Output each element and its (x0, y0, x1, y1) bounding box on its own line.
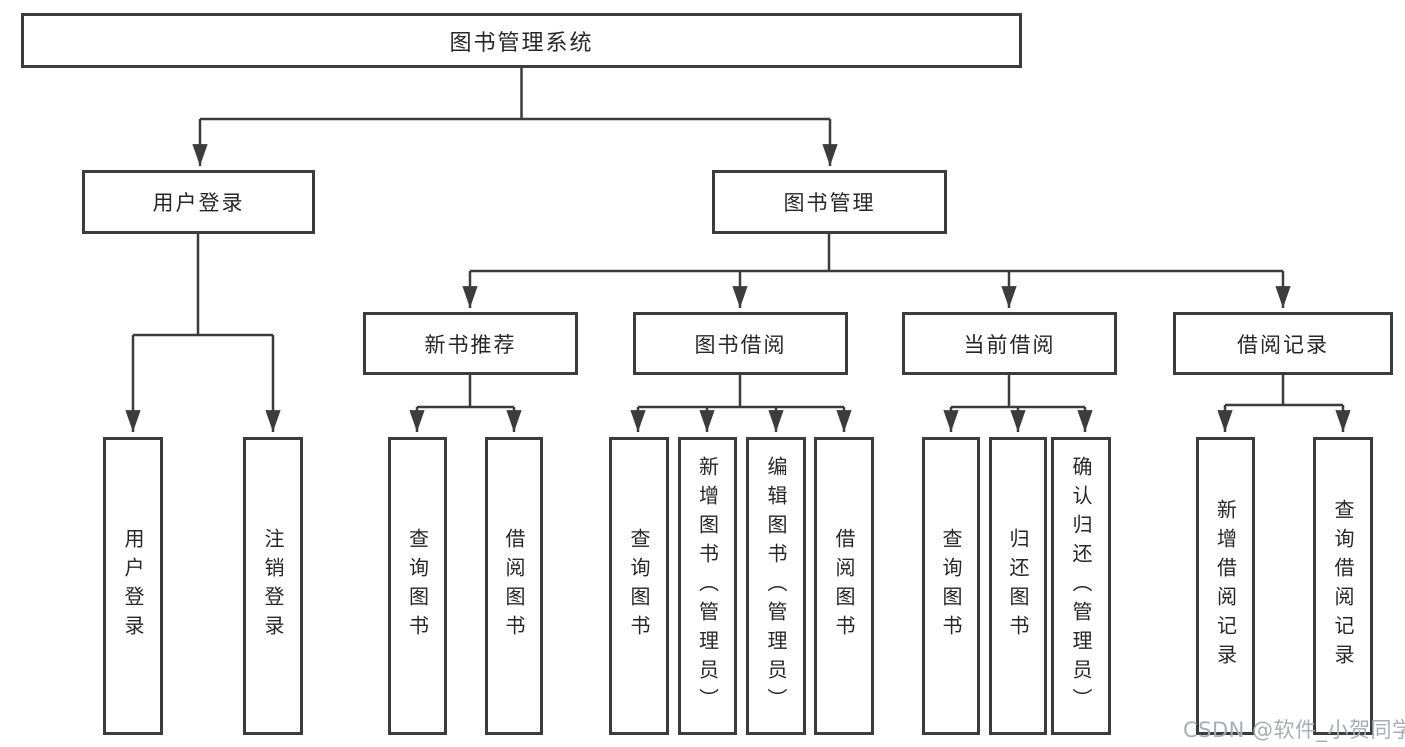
node-book-management-label: 图书管理 (783, 191, 876, 215)
leaf-borrow-books: 借阅图书 (814, 437, 874, 735)
leaf-recommend-query-books: 查询图书 (388, 437, 447, 735)
node-book-management: 图书管理 (712, 170, 947, 234)
node-root-system: 图书管理系统 (21, 13, 1022, 68)
leaf-confirm-return-admin-label: 确认归还（管理员） (1069, 455, 1093, 717)
leaf-recommend-borrow-books: 借阅图书 (485, 437, 543, 735)
node-current-borrow-label: 当前借阅 (963, 332, 1056, 357)
node-borrow-records-label: 借阅记录 (1237, 332, 1329, 357)
leaf-add-books-admin-label: 新增图书（管理员） (695, 455, 720, 717)
leaf-borrow-books-label: 借阅图书 (832, 528, 856, 644)
leaf-borrow-query-books-label: 查询图书 (627, 528, 651, 644)
csdn-watermark: CSDN @软件_小贺同学 (1183, 718, 1405, 742)
leaf-return-books-label: 归还图书 (1006, 528, 1030, 644)
leaf-return-books: 归还图书 (989, 437, 1047, 735)
leaf-logout: 注销登录 (243, 437, 303, 735)
leaf-current-query-books-label: 查询图书 (939, 528, 963, 644)
node-current-borrow: 当前借阅 (902, 312, 1117, 375)
leaf-borrow-query-books: 查询图书 (609, 437, 669, 735)
node-book-borrow: 图书借阅 (633, 312, 848, 375)
leaf-current-query-books: 查询图书 (922, 437, 980, 735)
leaf-user-login: 用户登录 (103, 437, 163, 735)
leaf-confirm-return-admin: 确认归还（管理员） (1051, 437, 1111, 735)
leaf-recommend-borrow-books-label: 借阅图书 (502, 528, 526, 644)
leaf-logout-label: 注销登录 (261, 528, 285, 644)
node-user-login-label: 用户登录 (152, 191, 245, 215)
leaf-add-borrow-record-label: 新增借阅记录 (1213, 499, 1238, 673)
leaf-add-borrow-record: 新增借阅记录 (1196, 437, 1255, 735)
node-new-book-recommend-label: 新书推荐 (424, 332, 517, 357)
node-user-login: 用户登录 (82, 170, 315, 234)
node-borrow-records: 借阅记录 (1173, 312, 1393, 375)
node-new-book-recommend: 新书推荐 (363, 312, 578, 375)
leaf-edit-books-admin-label: 编辑图书（管理员） (764, 455, 788, 717)
node-book-borrow-label: 图书借阅 (694, 332, 787, 357)
leaf-user-login-label: 用户登录 (121, 528, 145, 644)
leaf-edit-books-admin: 编辑图书（管理员） (746, 437, 806, 735)
leaf-query-borrow-record: 查询借阅记录 (1313, 437, 1373, 735)
leaf-query-borrow-record-label: 查询借阅记录 (1331, 499, 1355, 673)
node-root-label: 图书管理系统 (449, 30, 594, 56)
leaf-add-books-admin: 新增图书（管理员） (678, 437, 737, 735)
leaf-recommend-query-books-label: 查询图书 (405, 528, 430, 644)
